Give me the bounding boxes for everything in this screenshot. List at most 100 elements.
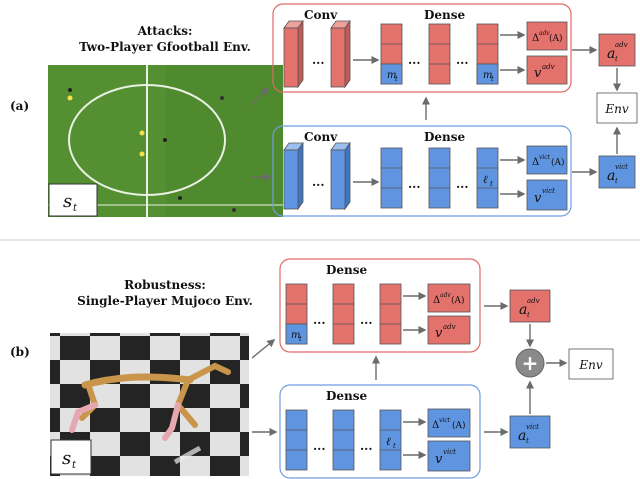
- vict-dense-dots-1: ...: [408, 177, 421, 191]
- adv-dense-b-layer-3: [379, 283, 402, 345]
- adversary-network-box: [272, 3, 572, 93]
- vict-delta-arg-b: (A): [452, 420, 466, 431]
- adv-conv-dots: ...: [312, 53, 325, 67]
- adv-action-b: a adv t: [509, 289, 551, 323]
- adv-v-a: v: [534, 66, 542, 81]
- adv-dense-dots-2: ...: [456, 53, 469, 67]
- state-label-a: s: [63, 191, 72, 212]
- adv-action-sub-b: t: [527, 311, 530, 319]
- vict-dense-label: Dense: [424, 130, 466, 144]
- panel-b-title-line2: Single-Player Mujoco Env.: [77, 294, 253, 308]
- adv-m-label-1: m: [387, 70, 396, 81]
- adv-v-sup-a: adv: [542, 63, 555, 71]
- vict-dense-b-layer-2: [332, 409, 355, 471]
- vict-conv-dots: ...: [312, 175, 325, 189]
- vict-conv-layer-2: [330, 141, 351, 211]
- adv-action-sub-a: t: [615, 55, 618, 63]
- vict-dense-b-dots-2: ...: [360, 439, 373, 453]
- vict-action-label-a: a: [607, 168, 615, 184]
- env-node-a: Env: [596, 92, 638, 124]
- adv-dense-b-dots-2: ...: [360, 313, 373, 327]
- adv-action-label-b: a: [519, 302, 527, 318]
- adv-delta-arg-b: (A): [451, 295, 465, 306]
- state-sub-b: t: [72, 460, 77, 471]
- adv-m-sub-b: t: [299, 335, 302, 343]
- vict-delta-sup-a: vict: [539, 154, 551, 161]
- adv-dense-label: Dense: [424, 8, 466, 22]
- adv-m-label-b: m: [291, 330, 300, 341]
- adv-delta-sup-a: adv: [539, 30, 550, 37]
- panel-b-label: (b): [10, 345, 30, 359]
- adv-action-sup-b: adv: [527, 297, 540, 305]
- vict-action-b: a vict t: [509, 415, 551, 449]
- adv-m-sub-1: t: [395, 75, 398, 83]
- adv-advantage-head-a: Δ adv (A): [526, 21, 568, 51]
- vict-l-label-a: ℓ: [483, 173, 488, 186]
- vict-delta-a: Δ: [532, 157, 539, 168]
- adv-conv-layer-2: [330, 19, 351, 89]
- env-label-a: Env: [604, 102, 628, 116]
- vict-l-label-b: ℓ: [386, 435, 391, 448]
- adversary-network-box-b: [279, 258, 481, 353]
- vict-value-head-b: v vict: [427, 440, 471, 472]
- adv-delta-b: Δ: [433, 295, 440, 306]
- adv-m-sub-2: t: [491, 75, 494, 83]
- vict-action-sup-a: vict: [615, 163, 628, 171]
- vict-v-sup-a: vict: [542, 187, 555, 195]
- adv-delta-a: Δ: [532, 33, 539, 44]
- vict-v-a: v: [534, 191, 542, 206]
- env-node-b: Env: [568, 348, 614, 380]
- vict-l-sub-a: t: [490, 180, 493, 188]
- adv-delta-sup-b: adv: [440, 292, 451, 299]
- adv-value-head-a: v adv: [526, 55, 568, 85]
- vict-delta-sup-b: vict: [439, 417, 451, 424]
- gfootball-frame-image: s t: [48, 65, 283, 217]
- vict-v-sup-b: vict: [443, 448, 456, 456]
- vict-action-label-b: a: [518, 428, 526, 444]
- env-label-b: Env: [578, 358, 602, 372]
- adv-conv-label: Conv: [304, 8, 338, 22]
- vict-advantage-head-a: Δ vict (A): [526, 145, 568, 175]
- vict-conv-label: Conv: [304, 130, 338, 144]
- adv-conv-layer-1: [283, 19, 304, 89]
- vict-action-sub-b: t: [526, 437, 529, 445]
- vict-dense-layer-2: [428, 147, 451, 209]
- vict-dense-dots-2: ...: [456, 177, 469, 191]
- vict-l-sub-b: t: [393, 442, 396, 450]
- vict-delta-arg-a: (A): [551, 157, 565, 168]
- vict-action-a: a vict t: [598, 155, 636, 189]
- panel-b-title-line1: Robustness:: [124, 278, 206, 292]
- adv-delta-arg-a: (A): [549, 33, 563, 44]
- state-label-b: s: [62, 448, 71, 469]
- adv-value-head-b: v adv: [427, 315, 471, 345]
- vict-action-sub-a: t: [615, 177, 618, 185]
- adv-dense-layer-3: m t: [476, 23, 499, 85]
- vict-delta-b: Δ: [432, 420, 439, 431]
- victim-network-box-b: [279, 384, 481, 479]
- panel-a-label: (a): [10, 99, 29, 113]
- adv-advantage-head-b: Δ adv (A): [427, 283, 471, 313]
- vict-dense-b-layer-3: ℓ t: [379, 409, 402, 471]
- state-sub-a: t: [73, 203, 78, 214]
- vict-dense-b-dots-1: ...: [313, 439, 326, 453]
- panel-a: (a) Attacks: Two-Player Gfootball Env. s…: [10, 3, 638, 217]
- adv-v-sup-b: adv: [443, 323, 456, 331]
- adv-action-sup-a: adv: [615, 41, 628, 49]
- adv-action-a: a adv t: [598, 33, 636, 67]
- adv-dense-b-layer-2: [332, 283, 355, 345]
- panel-a-title-line2: Two-Player Gfootball Env.: [79, 40, 251, 54]
- sum-node-b: +: [515, 348, 545, 378]
- vict-dense-layer-3: ℓ t: [476, 147, 499, 209]
- mujoco-frame-image: s t: [50, 333, 249, 476]
- adv-dense-layer-2: [428, 23, 451, 85]
- adv-m-label-2: m: [483, 70, 492, 81]
- adv-dense-dots-1: ...: [408, 53, 421, 67]
- victim-network-box: [272, 125, 572, 217]
- vict-value-head-a: v vict: [526, 179, 568, 211]
- adv-dense-b-dots-1: ...: [313, 313, 326, 327]
- adv-dense-label-b: Dense: [326, 263, 368, 277]
- vict-advantage-head-b: Δ vict (A): [427, 408, 471, 438]
- vict-action-sup-b: vict: [526, 423, 539, 431]
- vict-dense-layer-1: [380, 147, 403, 209]
- plus-sign-b: +: [522, 351, 539, 375]
